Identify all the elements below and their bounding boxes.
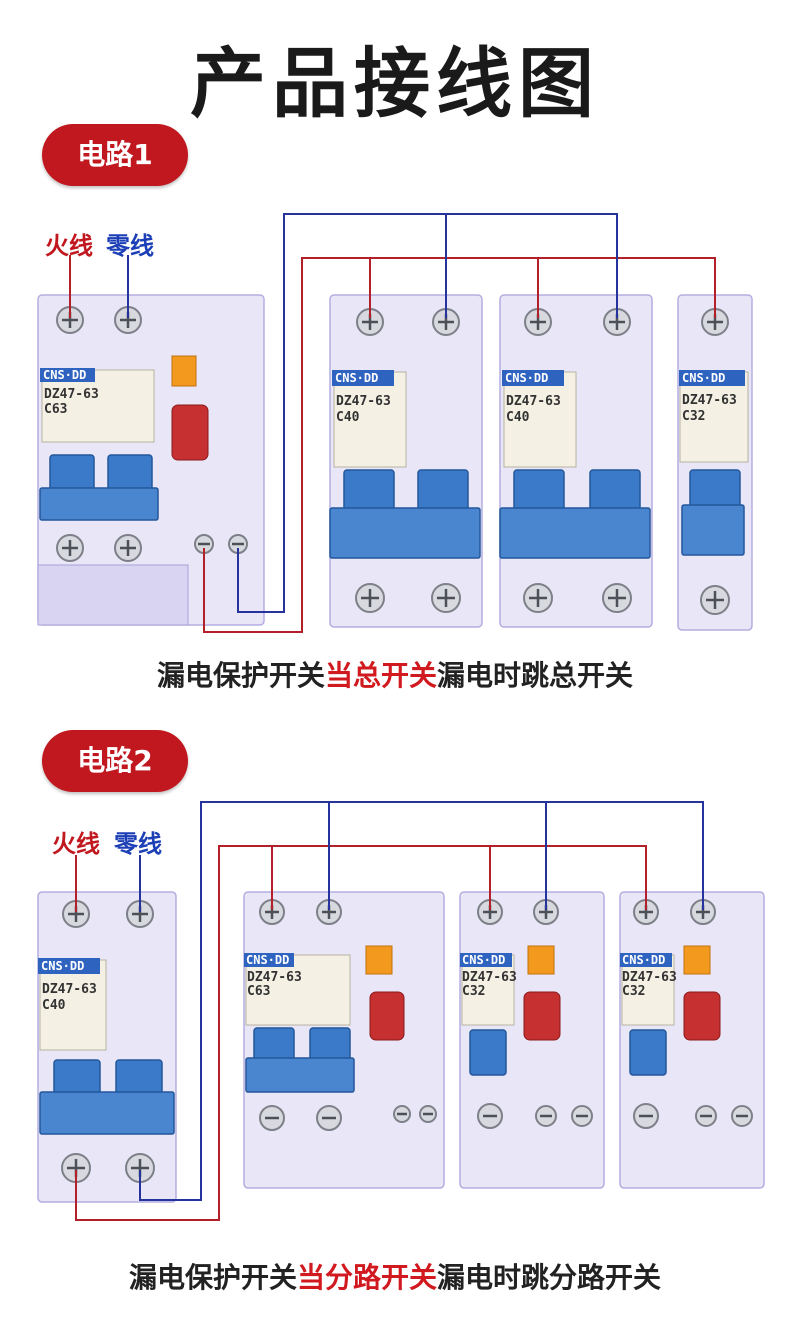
circuit2-rcbo-1: CNS·DD DZ47-63 C63 [243, 891, 445, 1189]
circuit2-caption: 漏电保护开关当分路开关漏电时跳分路开关 [0, 1256, 790, 1296]
circuit2-model-1-b: C40 [42, 998, 66, 1013]
circuit1-model-3-b: C40 [506, 410, 530, 425]
page-title: 产品接线图 [190, 39, 600, 128]
circuit1-brand-3: CNS·DD [505, 371, 548, 385]
circuit1-model-4-b: C32 [682, 409, 705, 424]
circuit2-model-2-b: C63 [247, 984, 270, 999]
circuit2-model-4-a: DZ47-63 [622, 970, 677, 985]
circuit2-neutral-label: 零线 [114, 830, 162, 858]
circuit1-caption-pre: 漏电保护开关 [156, 659, 325, 692]
circuit2-model-2-a: DZ47-63 [247, 970, 302, 985]
circuit2-caption-highlight: 当分路开关 [296, 1261, 437, 1294]
circuit1-model-1-a: DZ47-63 [44, 387, 99, 402]
circuit1-neutral-label: 零线 [106, 232, 154, 260]
circuit2-rcbo-2: CNS·DD DZ47-63 C32 [459, 891, 605, 1189]
circuit2-rcbo-3: CNS·DD DZ47-63 C32 [619, 891, 765, 1189]
circuit1-model-2-a: DZ47-63 [336, 394, 391, 409]
circuit1-branch-breaker-2: CNS·DD DZ47-63 C40 [499, 294, 653, 628]
circuit2-model-4-b: C32 [622, 984, 645, 999]
circuit1-model-4-a: DZ47-63 [682, 393, 737, 408]
circuit1-branch-breaker-1: CNS·DD DZ47-63 C40 [329, 294, 483, 628]
circuit1-badge: 电路1 [42, 124, 188, 186]
circuit2-neutral-wires [139, 801, 704, 1201]
circuit1-caption: 漏电保护开关当总开关漏电时跳总开关 [0, 654, 790, 694]
circuit2-badge: 电路2 [42, 730, 188, 792]
circuit1-caption-highlight: 当总开关 [324, 659, 437, 692]
circuit1-live-wires [69, 255, 716, 633]
circuit2-live-label: 火线 [52, 830, 100, 858]
circuit2-brand-2: CNS·DD [246, 953, 289, 967]
circuit1-model-2-b: C40 [336, 410, 360, 425]
circuit1-neutral-wires [127, 213, 618, 613]
circuit1-brand-4: CNS·DD [682, 371, 725, 385]
circuit1-brand-2: CNS·DD [335, 371, 378, 385]
circuit1-model-3-a: DZ47-63 [506, 394, 561, 409]
circuit1-caption-post: 漏电时跳总开关 [437, 659, 634, 692]
circuit2-main-breaker: CNS·DD DZ47-63 C40 [37, 891, 177, 1203]
circuit2-caption-post: 漏电时跳分路开关 [437, 1261, 662, 1294]
circuit2-live-wires [75, 845, 647, 1221]
circuit2-model-3-a: DZ47-63 [462, 970, 517, 985]
circuit1-model-1-b: C63 [44, 402, 67, 417]
circuit1-main-rcbo: CNS·DD DZ47-63 C63 [37, 294, 265, 626]
circuit1-brand-1: CNS·DD [43, 368, 86, 382]
circuit2-model-1-a: DZ47-63 [42, 982, 97, 997]
circuit2-brand-3: CNS·DD [462, 953, 505, 967]
circuit1-branch-breaker-3: CNS·DD DZ47-63 C32 [677, 294, 753, 631]
circuit2-brand-1: CNS·DD [41, 959, 84, 973]
circuit2-caption-pre: 漏电保护开关 [128, 1261, 297, 1294]
circuit2-brand-4: CNS·DD [622, 953, 665, 967]
circuit2-model-3-b: C32 [462, 984, 485, 999]
